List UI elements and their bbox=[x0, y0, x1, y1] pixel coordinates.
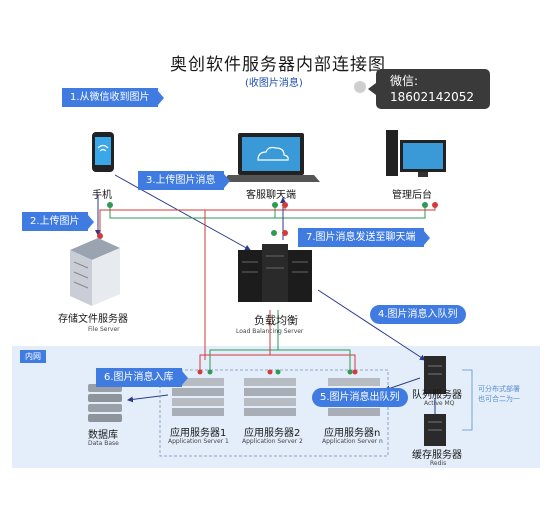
file-server-icon bbox=[70, 238, 120, 306]
app-server-1-label: 应用服务器1 bbox=[170, 428, 227, 439]
chat-client-label: 客服聊天端 bbox=[246, 190, 296, 201]
step-6-badge: 6.图片消息入库 bbox=[96, 368, 188, 387]
wire-green-bus bbox=[109, 205, 426, 219]
load-balancer-en-label: Load Balancing Server bbox=[236, 328, 304, 335]
phone-icon bbox=[92, 132, 114, 172]
step-3-badge: 3.上传图片消息 bbox=[138, 171, 230, 190]
app-server-1-icon bbox=[172, 378, 224, 416]
wire-red-apps bbox=[199, 354, 356, 372]
wire-green-apps bbox=[209, 349, 351, 372]
diagram-subtitle: (收图片消息) bbox=[245, 78, 303, 89]
wire-phone-lb bbox=[114, 174, 251, 251]
step-2-badge: 2.上传图片 bbox=[22, 212, 94, 231]
app-server-2-en-label: Application Server 2 bbox=[242, 438, 303, 445]
database-icon bbox=[88, 384, 122, 422]
deployment-note: 可分布式部署 也可合二为一 bbox=[478, 384, 520, 404]
indicator-dot bbox=[354, 81, 366, 93]
wire-red-admin bbox=[205, 205, 436, 211]
app-server-1-en-label: Application Server 1 bbox=[168, 438, 229, 445]
wire-red-bus bbox=[99, 209, 206, 360]
database-en-label: Data Base bbox=[88, 440, 119, 447]
redis-label: 缓存服务器 bbox=[412, 450, 462, 461]
mq-label: 队列服务器 bbox=[412, 390, 462, 401]
admin-label: 管理后台 bbox=[392, 190, 432, 201]
deployment-note-line2: 也可合二为一 bbox=[478, 395, 520, 403]
mq-server-icon bbox=[424, 356, 446, 394]
laptop-icon bbox=[222, 133, 320, 182]
step-7-badge: 7.图片消息发送至聊天端 bbox=[298, 228, 430, 247]
app-server-2-icon bbox=[244, 378, 296, 416]
side-bracket bbox=[462, 369, 473, 431]
file-server-en-label: File Server bbox=[88, 326, 120, 333]
load-balancer-label: 负载均衡 bbox=[254, 314, 298, 327]
redis-en-label: Redis bbox=[430, 460, 447, 467]
diagram-title: 奥创软件服务器内部连接图 bbox=[170, 55, 386, 75]
step-4-badge: 4.图片消息入队列 bbox=[370, 305, 466, 324]
desktop-icon bbox=[386, 130, 446, 177]
app-server-n-en-label: Application Server n bbox=[322, 438, 383, 445]
wechat-contact-box: 微信: 18602142052 bbox=[368, 69, 490, 109]
redis-server-icon bbox=[424, 414, 446, 446]
mq-en-label: Active MQ bbox=[424, 400, 455, 407]
wechat-number: 18602142052 bbox=[390, 90, 474, 104]
database-label: 数据库 bbox=[88, 430, 118, 441]
file-server-label: 存储文件服务器 bbox=[58, 314, 128, 325]
wechat-label: 微信: bbox=[390, 74, 419, 88]
deployment-note-line1: 可分布式部署 bbox=[478, 385, 520, 393]
app-server-n-label: 应用服务器n bbox=[324, 428, 381, 439]
wire-lb-mq bbox=[317, 289, 426, 361]
wire-app-db bbox=[127, 394, 169, 403]
phone-label: 手机 bbox=[92, 190, 112, 201]
load-balancer-icon bbox=[238, 244, 312, 302]
step-5-badge: 5.图片消息出队列 bbox=[312, 388, 408, 407]
step-1-badge: 1.从微信收到图片 bbox=[62, 88, 164, 107]
intranet-tag: 内网 bbox=[20, 350, 46, 363]
app-group-frame bbox=[159, 369, 389, 457]
app-server-2-label: 应用服务器2 bbox=[244, 428, 301, 439]
